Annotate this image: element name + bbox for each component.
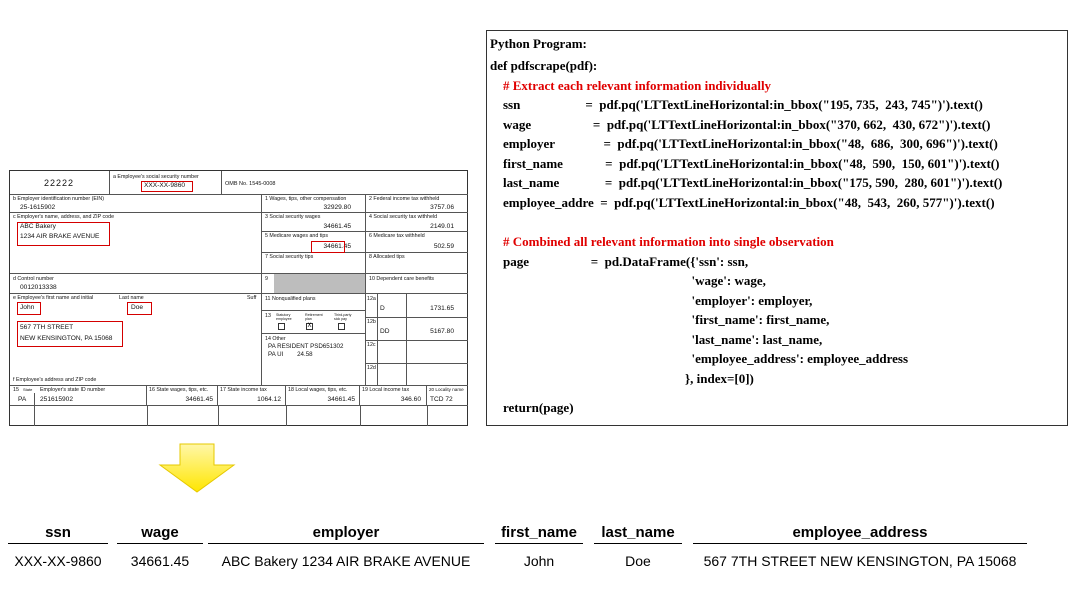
code-comment: # Combined all relevant information into… xyxy=(490,234,834,249)
w2-box-18: 18 Local wages, tips, etc. 34661.45 xyxy=(286,386,360,406)
w2-box-13: 13 Statutory employee Retirement plan Th… xyxy=(262,311,366,334)
code-line: page = pd.DataFrame({'ssn': ssn, xyxy=(490,254,749,269)
w2-box-10: 10 Dependent care benefits xyxy=(366,274,468,294)
code-line: first_name = pdf.pq('LTTextLineHorizonta… xyxy=(490,156,1000,171)
medicare-wages-highlight-box xyxy=(311,241,345,253)
w2-box-12: 12a D 1731.65 12b DD 5167.80 12c 12d xyxy=(366,294,468,386)
code-line: wage = pdf.pq('LTTextLineHorizontal:in_b… xyxy=(490,117,991,132)
w2-first-name: John xyxy=(20,304,35,311)
header-underline xyxy=(208,543,484,544)
w2-box-9-shade xyxy=(274,274,365,293)
sick-pay-checkbox xyxy=(338,323,345,330)
w2-box-c: c Employer's name, address, and ZIP code… xyxy=(10,213,262,274)
column-header-first-name: first_name xyxy=(501,524,577,541)
w2-box-6: 6 Medicare tax withheld 502.59 xyxy=(366,232,468,253)
code-line: def pdfscrape(pdf): xyxy=(490,58,598,73)
w2-employer-address: 1234 AIR BRAKE AVENUE xyxy=(20,233,100,240)
column-header-ssn: ssn xyxy=(45,524,71,541)
code-line: 'last_name': last_name, xyxy=(490,332,823,347)
code-line: 'first_name': first_name, xyxy=(490,312,830,327)
cell-wage: 34661.45 xyxy=(130,553,190,569)
employer-highlight-box xyxy=(17,222,110,246)
column-header-employee-address: employee_address xyxy=(792,524,928,541)
code-line: last_name = pdf.pq('LTTextLineHorizontal… xyxy=(490,175,1003,190)
code-header: Python Program: xyxy=(490,36,587,51)
w2-box-7: 7 Social security tips xyxy=(262,253,366,274)
w2-medicare-wages: 34661.45 xyxy=(323,243,351,250)
w2-employee-city: NEW KENSINGTON, PA 15068 xyxy=(20,335,113,342)
cell-first-name: John xyxy=(523,553,555,569)
w2-box-19: 19 Local income tax 346.60 xyxy=(360,386,427,406)
column-header-last-name: last_name xyxy=(601,524,675,541)
w2-box-b: b Employer identification number (EIN) 2… xyxy=(10,195,262,213)
ssn-highlight-box xyxy=(141,181,193,192)
first-name-highlight-box xyxy=(17,302,41,315)
cell-last-name: Doe xyxy=(625,553,651,569)
w2-control-code-cell: 22222 xyxy=(10,171,110,195)
w2-box-1: 1 Wages, tips, other compensation 32929.… xyxy=(262,195,366,213)
w2-box-11: 11 Nonqualified plans xyxy=(262,294,366,311)
w2-control-number: 0012013338 xyxy=(20,284,57,291)
cell-ssn: XXX-XX-9860 xyxy=(14,553,102,569)
w2-ein: 25-1615902 xyxy=(20,204,56,211)
w2-box-9: 9 xyxy=(262,274,366,294)
w2-box-20: 20 Locality name TCD 72 xyxy=(427,386,468,406)
w2-ssn: XXX-XX-9860 xyxy=(144,182,186,189)
w2-omb-cell: OMB No. 1545-0008 xyxy=(222,171,468,195)
column-header-wage: wage xyxy=(141,524,179,541)
code-line: 'wage': wage, xyxy=(490,273,766,288)
w2-box-14: 14 Other PA RESIDENT PSD651302 PA UI 24.… xyxy=(262,334,366,386)
last-name-highlight-box xyxy=(127,302,152,315)
code-line: }, index=[0]) xyxy=(490,371,754,386)
w2-box-8: 8 Allocated tips xyxy=(366,253,468,274)
w2-box-a: a Employee's social security number XXX-… xyxy=(110,171,222,195)
column-header-employer: employer xyxy=(312,524,380,541)
w2-box-e-f: e Employee's first name and initial Last… xyxy=(10,294,262,386)
down-arrow-icon xyxy=(158,443,236,493)
header-underline xyxy=(594,543,682,544)
code-line: 'employee_address': employee_address xyxy=(490,351,909,366)
header-underline xyxy=(495,543,583,544)
cell-employee-address: 567 7TH STREET NEW KENSINGTON, PA 15068 xyxy=(703,553,1017,569)
w2-box-16: 16 State wages, tips, etc. 34661.45 xyxy=(147,386,218,406)
w2-employee-street: 567 7TH STREET xyxy=(20,324,74,331)
python-code-box: Python Program: def pdfscrape(pdf): # Ex… xyxy=(486,30,1068,426)
w2-box-17: 17 State income tax 1064.12 xyxy=(218,386,286,406)
w2-form: 22222 a Employee's social security numbe… xyxy=(9,170,468,426)
w2-control-code: 22222 xyxy=(44,178,75,188)
header-underline xyxy=(117,543,203,544)
header-underline xyxy=(693,543,1027,544)
w2-employer-name: ABC Bakery xyxy=(20,223,56,230)
retirement-plan-checkbox: X xyxy=(306,323,313,330)
w2-last-name: Doe xyxy=(131,304,144,311)
header-underline xyxy=(8,543,108,544)
code-line: employee_addre = pdf.pq('LTTextLineHoriz… xyxy=(490,195,995,210)
statutory-checkbox xyxy=(278,323,285,330)
code-comment: # Extract each relevant information indi… xyxy=(490,78,772,93)
code-line: ssn = pdf.pq('LTTextLineHorizontal:in_bb… xyxy=(490,97,983,112)
code-line: return(page) xyxy=(490,400,574,415)
w2-box-d: d Control number 0012013338 xyxy=(10,274,262,294)
code-line: employer = pdf.pq('LTTextLineHorizontal:… xyxy=(490,136,998,151)
w2-box-3: 3 Social security wages 34661.45 xyxy=(262,213,366,232)
w2-box-15: 15 State Employer's state ID number PA 2… xyxy=(10,386,147,406)
w2-box-2: 2 Federal income tax withheld 3757.06 xyxy=(366,195,468,213)
cell-employer: ABC Bakery 1234 AIR BRAKE AVENUE xyxy=(221,553,471,569)
w2-box-4: 4 Social security tax withheld 2149.01 xyxy=(366,213,468,232)
employee-address-highlight-box xyxy=(17,321,123,347)
code-line: 'employer': employer, xyxy=(490,293,813,308)
